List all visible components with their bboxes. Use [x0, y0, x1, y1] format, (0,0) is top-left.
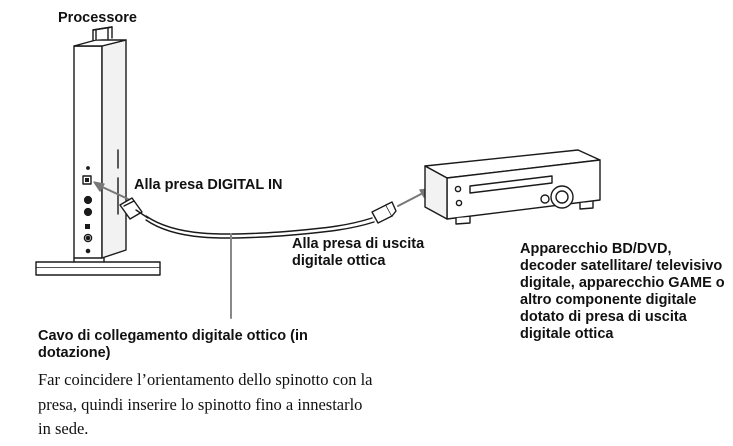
cable-title: Cavo di collegamento digitale ottico (in… — [38, 328, 308, 361]
digital-in-label: Alla presa DIGITAL IN — [134, 177, 283, 193]
processor-unit — [35, 26, 161, 276]
optical-out-jack-label: Alla presa di uscita digitale ottica — [292, 236, 425, 269]
cable-note: Far coincidere l’orientamento dello spin… — [38, 370, 373, 438]
optical-cable — [119, 197, 397, 319]
source-device — [424, 149, 601, 225]
processor-label: Processore — [58, 10, 137, 26]
source-device-label: Apparecchio BD/DVD, decoder satellitare/… — [520, 241, 725, 342]
